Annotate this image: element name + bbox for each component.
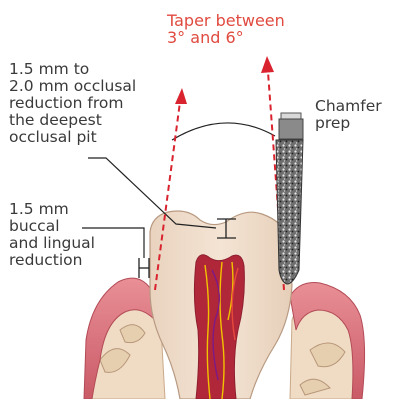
chamfer-prep-label: Chamfer prep xyxy=(315,98,382,132)
taper-label: Taper between 3° and 6° xyxy=(167,12,285,46)
diamond-bur xyxy=(276,113,303,284)
occlusal-reduction-label: 1.5 mm to 2.0 mm occlusal reduction from… xyxy=(9,61,136,146)
buccal-reduction-bracket xyxy=(139,258,149,278)
buccal-lingual-reduction-label: 1.5 mm buccal and lingual reduction xyxy=(9,201,95,269)
taper-angle-arc xyxy=(172,123,275,140)
